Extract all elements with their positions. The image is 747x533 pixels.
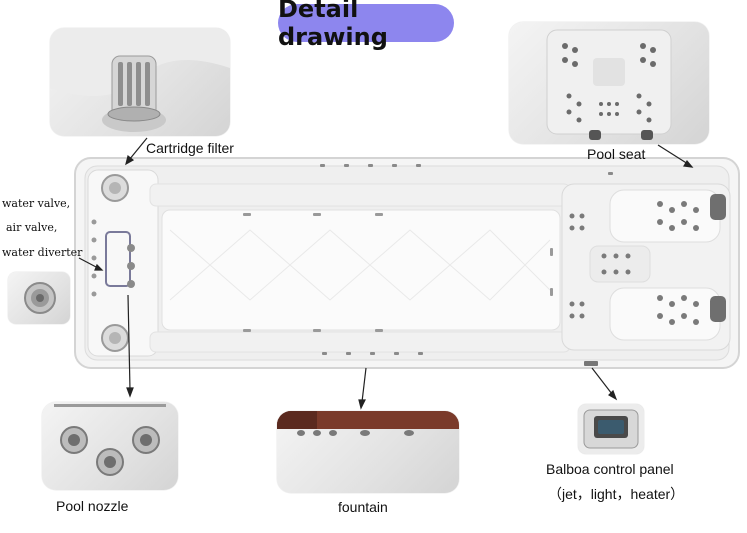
valve-knobs	[127, 244, 135, 288]
seat-lower	[609, 287, 721, 341]
control-panel-on-rim	[584, 361, 598, 366]
fountain-photo	[277, 411, 459, 493]
cartridge-filter-photo	[50, 28, 230, 136]
valve-label-diverter: water diverter	[2, 246, 83, 259]
valve-label-water: water valve,	[2, 197, 71, 210]
top-wall-jets	[320, 164, 613, 175]
valve-label-air: air valve,	[6, 221, 58, 234]
nozzle-jets	[60, 426, 160, 476]
cartridge-filter-label: Cartridge filter	[146, 140, 234, 156]
swim-lane	[161, 209, 561, 331]
headrest-upper	[710, 194, 726, 220]
pool-nozzle-label: Pool nozzle	[56, 498, 129, 514]
pool-nozzle-photo	[42, 402, 178, 490]
control-panel-functions: （jet，light，heater）	[548, 486, 685, 502]
seat-jets	[569, 201, 699, 325]
control-panel-photo	[578, 404, 644, 454]
seat-middle	[589, 245, 651, 283]
control-panel-label: Balboa control panel	[546, 461, 674, 477]
top-ledge	[149, 183, 571, 207]
valve-photo	[8, 272, 70, 324]
lane-jets	[243, 213, 553, 332]
pool-seat-photo	[509, 22, 709, 144]
headrest-lower	[710, 296, 726, 322]
left-wall-jets	[91, 219, 97, 297]
water-reflection-lines	[169, 229, 551, 301]
bottom-wall-jets	[322, 352, 423, 355]
bottom-ledge	[149, 331, 571, 353]
valve-panel	[105, 231, 131, 287]
seat-upper	[609, 189, 721, 243]
callout-arrows	[78, 137, 694, 410]
pool-seat-label: Pool seat	[587, 146, 646, 162]
fountain-label: fountain	[338, 499, 388, 515]
